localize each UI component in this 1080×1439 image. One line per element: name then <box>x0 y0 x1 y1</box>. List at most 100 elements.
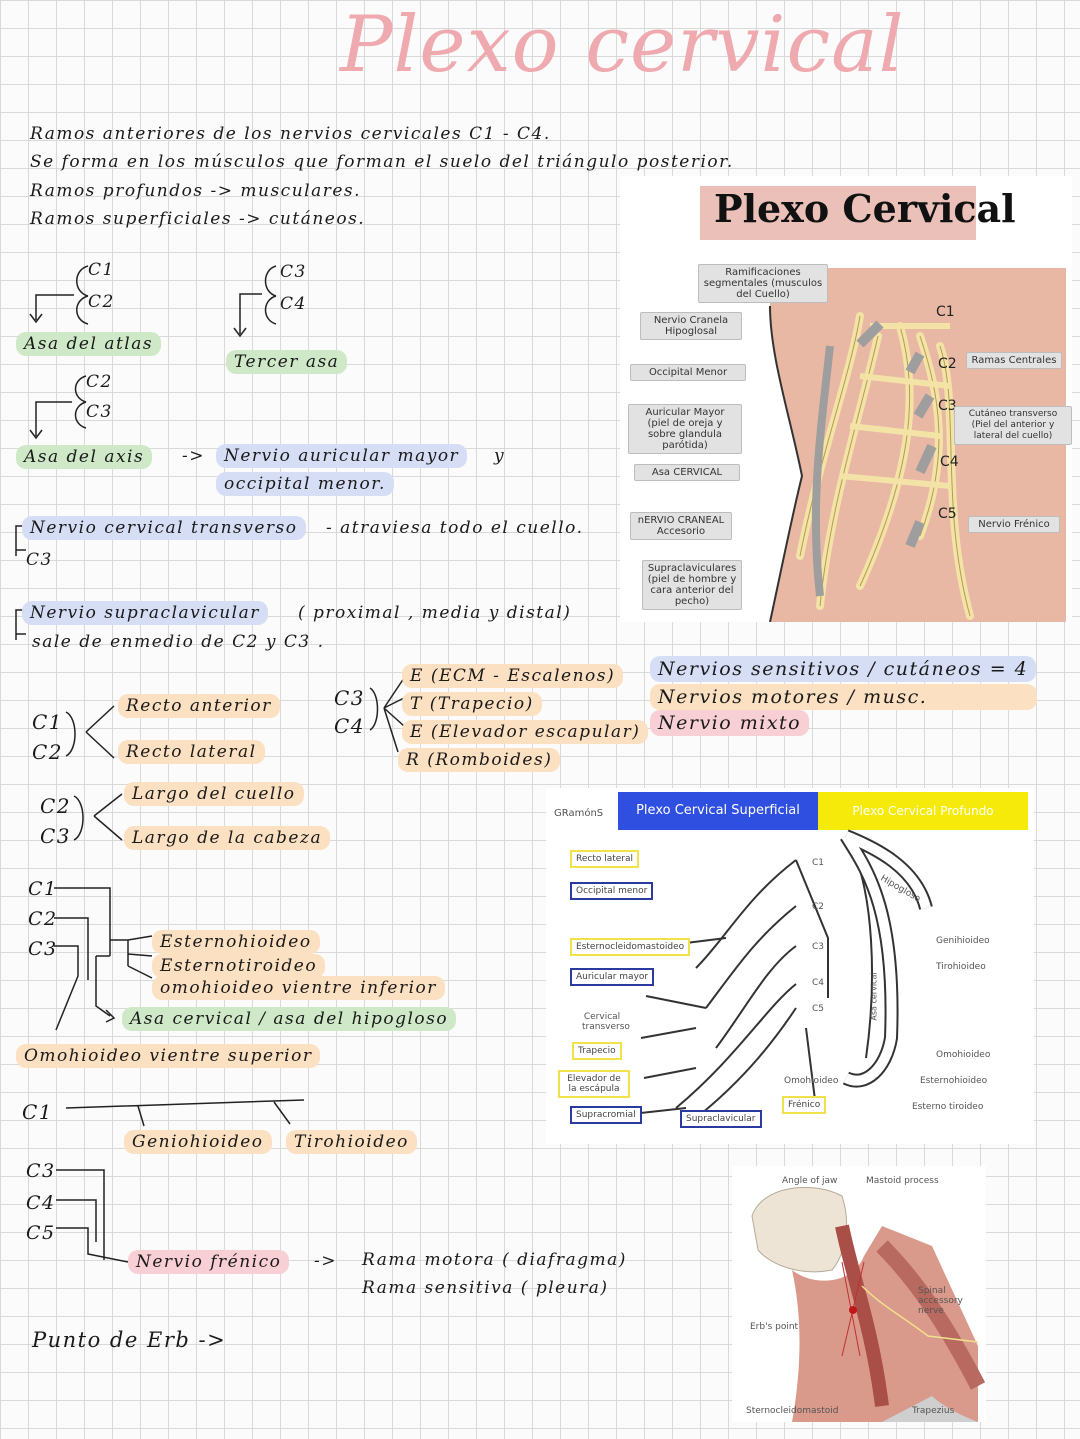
tercer-asa-c4: C4 <box>280 294 307 314</box>
figure2-plexus-lines <box>631 829 933 1119</box>
asa-atlas-bracket <box>29 265 89 325</box>
legend-mixed: Nervio mixto <box>650 710 810 736</box>
tab-plexo-profundo[interactable]: Plexo Cervical Profundo <box>818 792 1028 830</box>
geniohioideo: Geniohioideo <box>124 1130 272 1154</box>
intro-line-4: Ramos superficiales -> cutáneos. <box>30 209 366 229</box>
label-angle-of-jaw: Angle of jaw <box>782 1176 838 1186</box>
c1-branch-label: C1 <box>22 1100 54 1124</box>
muscle-item-trapecio: T (Trapecio) <box>402 692 542 716</box>
intro-line-2: Se forma en los músculos que forman el s… <box>30 152 734 172</box>
frenico-arrow: -> <box>314 1251 337 1271</box>
largo-bracket <box>73 793 123 841</box>
tag-occipital-menor: Occipital Menor <box>630 364 746 381</box>
figure2-c5: C5 <box>812 1004 825 1014</box>
rama-motora: Rama motora ( diafragma) <box>362 1250 627 1270</box>
muscles-bracket <box>369 677 405 753</box>
figure1-c3: C3 <box>938 398 957 414</box>
label-occipital-menor: Occipital menor <box>570 882 654 900</box>
tercer-asa-label: Tercer asa <box>226 350 348 374</box>
asa-atlas-label: Asa del atlas <box>16 332 162 356</box>
muscles-c3: C3 <box>334 686 366 710</box>
intro-line-3: Ramos profundos -> musculares. <box>30 181 362 201</box>
nervio-cervical-transverso: Nervio cervical transverso <box>22 516 306 540</box>
figure2-brand: GRamónS <box>554 808 604 819</box>
tirohioideo: Tirohioideo <box>286 1130 417 1154</box>
figure1-c1: C1 <box>936 304 955 320</box>
label-elevador-escapula: Elevador de la escápula <box>558 1070 630 1098</box>
label-esternocleidomastoideo: Esternocleidomastoideo <box>570 938 691 956</box>
tag-hipoglosal: Nervio Cranela Hipoglosal <box>640 312 742 340</box>
asa-axis-y: y <box>494 446 506 466</box>
hioideos-c1: C1 <box>28 878 58 900</box>
recto-anterior: Recto anterior <box>118 694 280 718</box>
tag-auricular-mayor: Auricular Mayor (piel de oreja y sobre g… <box>628 404 742 454</box>
esternohioideo: Esternohioideo <box>152 930 320 954</box>
asa-axis-arrow: -> <box>182 446 205 466</box>
nervio-supraclavicular: Nervio supraclavicular <box>22 601 268 625</box>
figure2-c1: C1 <box>812 858 825 868</box>
muscle-item-romboides: R (Romboides) <box>398 748 561 772</box>
figure2-c4: C4 <box>812 978 825 988</box>
tag-accesorio: nERVIO CRANEAL Accesorio <box>630 512 732 540</box>
frenico-bracket <box>56 1169 129 1263</box>
asa-axis-label: Asa del axis <box>16 445 153 469</box>
asa-cervical-label: Asa cervical / asa del hipogloso <box>122 1007 457 1031</box>
label-frenico: Frénico <box>782 1096 827 1114</box>
label-spinal-accessory-nerve: Spinal accessory nerve <box>918 1286 963 1316</box>
largo-c2: C2 <box>40 794 72 818</box>
label-tirohioideo: Tirohioideo <box>936 962 986 972</box>
figure2-c3: C3 <box>812 942 825 952</box>
asa-axis-c2: C2 <box>86 372 113 392</box>
asa-atlas-c1: C1 <box>88 260 115 280</box>
largo-cabeza: Largo de la cabeza <box>124 826 331 850</box>
label-auricular-mayor: Auricular mayor <box>570 968 655 986</box>
frenico-c5: C5 <box>26 1222 56 1244</box>
tag-nervio-frenico: Nervio Frénico <box>968 516 1060 533</box>
figure-erb-point: Angle of jaw Mastoid process Spinal acce… <box>732 1166 986 1422</box>
transverso-desc: - atraviesa todo el cuello. <box>326 518 584 538</box>
figure1-neck-illustration <box>769 268 1066 622</box>
tag-ramas-centrales: Ramas Centrales <box>966 352 1062 369</box>
tag-supraclaviculares: Supraclaviculares (piel de hombre y cara… <box>642 560 742 610</box>
figure1-c2: C2 <box>938 356 957 372</box>
hioideos-bracket <box>54 887 153 1031</box>
figure1-banner: Plexo Cervical <box>714 186 1016 231</box>
muscles-c4: C4 <box>334 714 366 738</box>
label-supraclavicular: Supraclavicular <box>680 1110 762 1128</box>
page-title: Plexo cervical <box>340 0 905 90</box>
label-esternohioideo: Esternohioideo <box>920 1076 988 1086</box>
occipital-menor: occipital menor. <box>216 472 394 496</box>
intro-line-1: Ramos anteriores de los nervios cervical… <box>30 124 551 144</box>
tag-asa-cervical: Asa CERVICAL <box>634 464 740 481</box>
legend-sensitive: Nervios sensitivos / cutáneos = 4 <box>650 656 1037 682</box>
largo-c3: C3 <box>40 824 72 848</box>
omohioideo-superior: Omohioideo vientre superior <box>16 1044 321 1068</box>
label-asa-cervical-vertical: Asa cervical <box>869 972 879 1021</box>
asa-axis-bracket <box>29 375 87 440</box>
largo-cuello: Largo del cuello <box>124 782 304 806</box>
omohioideo-inferior: omohioideo vientre inferior <box>152 976 445 1000</box>
figure2-c2: C2 <box>812 902 825 912</box>
label-sternocleidomastoid: Sternocleidomastoid <box>746 1406 839 1416</box>
asa-axis-c3: C3 <box>86 402 113 422</box>
tab-plexo-superficial[interactable]: Plexo Cervical Superficial <box>618 792 818 830</box>
punto-de-erb: Punto de Erb -> <box>32 1328 227 1352</box>
frenico-c3: C3 <box>26 1160 56 1182</box>
tercer-asa-bracket <box>233 265 277 338</box>
label-mastoid-process: Mastoid process <box>866 1176 939 1186</box>
tag-ramificaciones: Ramificaciones segmentales (musculos del… <box>698 264 828 303</box>
supraclavicular-desc: ( proximal , media y distal) <box>298 603 572 623</box>
esternotiroideo: Esternotiroideo <box>152 954 326 978</box>
label-esterno-tiroideo: Esterno tiroideo <box>912 1102 984 1112</box>
figure-plexo-cervical: Plexo Cervical C1 C2 C3 C4 C5 Ramificaci… <box>620 176 1072 622</box>
tercer-asa-c3: C3 <box>280 262 307 282</box>
label-trapecio: Trapecio <box>572 1042 622 1060</box>
hioideos-c3: C3 <box>28 938 58 960</box>
c1-branch-lines <box>65 1099 305 1127</box>
label-cervical-transverso: Cervical transverso <box>582 1012 630 1032</box>
figure1-c5: C5 <box>938 506 957 522</box>
recto-c1: C1 <box>32 710 64 734</box>
recto-lateral: Recto lateral <box>118 740 265 764</box>
rama-sensitiva: Rama sensitiva ( pleura) <box>362 1278 609 1298</box>
label-omohioideo-center: Omohioideo <box>784 1076 839 1086</box>
